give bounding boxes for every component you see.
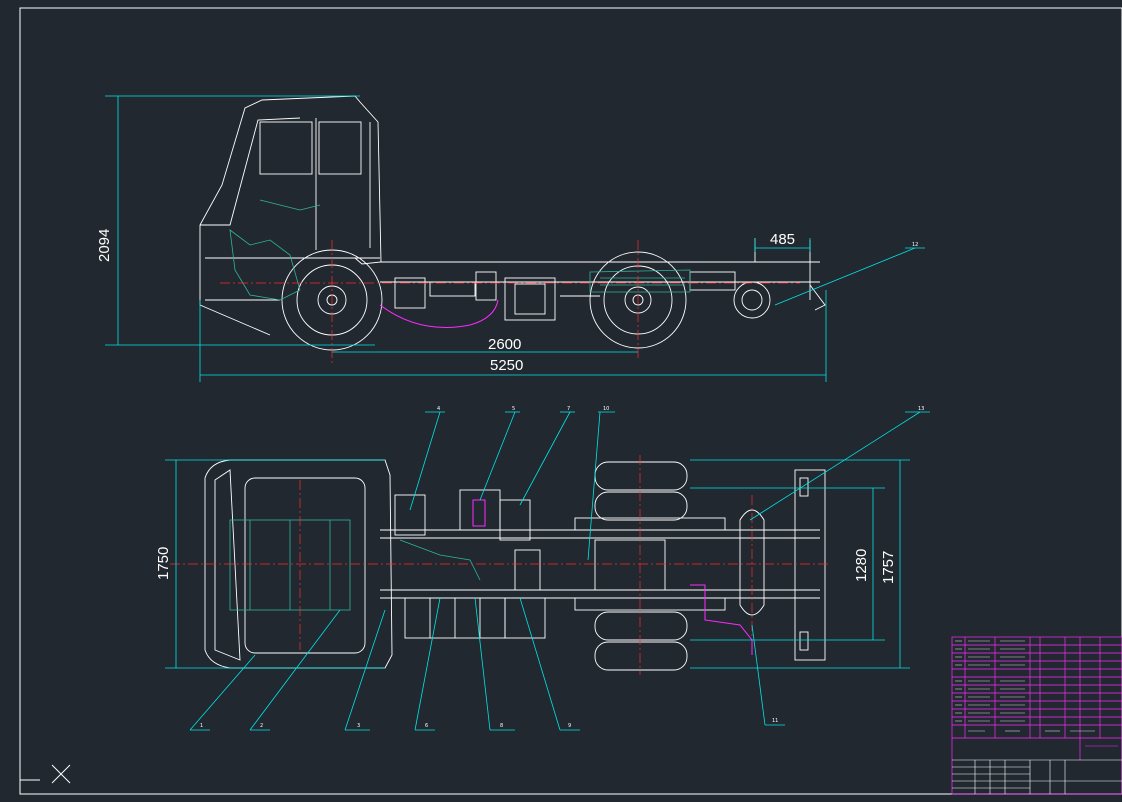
side-view-components — [229, 199, 691, 301]
svg-text:1: 1 — [200, 723, 203, 729]
ucs-axis-icon — [20, 764, 71, 784]
svg-text:13: 13 — [918, 406, 924, 412]
dim-overall-length: 5250 — [490, 357, 523, 374]
top-view-dimensions — [165, 459, 910, 669]
pipe-side — [379, 299, 499, 328]
dim-height: 2094 — [96, 229, 113, 262]
top-view-components — [229, 519, 481, 611]
svg-text:5: 5 — [512, 406, 515, 412]
rear-tire-1 — [594, 461, 688, 491]
rear-tire-2 — [594, 491, 688, 521]
svg-text:12: 12 — [912, 242, 918, 248]
side-view-centerlines — [220, 240, 800, 365]
svg-text:4: 4 — [437, 406, 440, 412]
cab-front — [200, 117, 301, 226]
svg-text:10: 10 — [603, 406, 609, 412]
dim-front-width: 1750 — [155, 547, 172, 580]
cab-outline — [199, 95, 382, 265]
title-block-text-marks — [955, 640, 1118, 747]
dim-frame-width: 1280 — [853, 549, 870, 582]
balloon-numbers: 1 2 3 4 5 6 7 8 9 10 11 12 13 — [200, 242, 924, 729]
svg-text:8: 8 — [500, 723, 503, 729]
dim-rear-overhang: 485 — [770, 231, 795, 248]
svg-text:7: 7 — [567, 406, 570, 412]
side-view — [199, 95, 826, 351]
leader-lines — [189, 247, 930, 731]
svg-text:11: 11 — [772, 718, 778, 724]
svg-text:6: 6 — [425, 723, 428, 729]
svg-text:9: 9 — [568, 723, 571, 729]
rear-tire-4 — [594, 641, 688, 671]
cab-top-outline — [204, 459, 393, 669]
cab-window-left — [259, 121, 313, 175]
title-block-lower — [952, 759, 1122, 794]
drawing-border — [19, 7, 1122, 795]
dim-rear-width: 1757 — [880, 551, 897, 584]
dim-wheelbase: 2600 — [488, 336, 521, 353]
air-tank — [739, 509, 765, 616]
title-block — [951, 636, 1122, 795]
side-view-dimensions — [105, 95, 916, 382]
svg-text:3: 3 — [357, 723, 360, 729]
cab-window-right — [318, 121, 362, 175]
svg-text:2: 2 — [260, 723, 263, 729]
spare-wheel — [733, 281, 771, 319]
pipes-top — [472, 499, 753, 655]
top-view — [204, 459, 826, 671]
rear-tire-3 — [594, 611, 688, 641]
